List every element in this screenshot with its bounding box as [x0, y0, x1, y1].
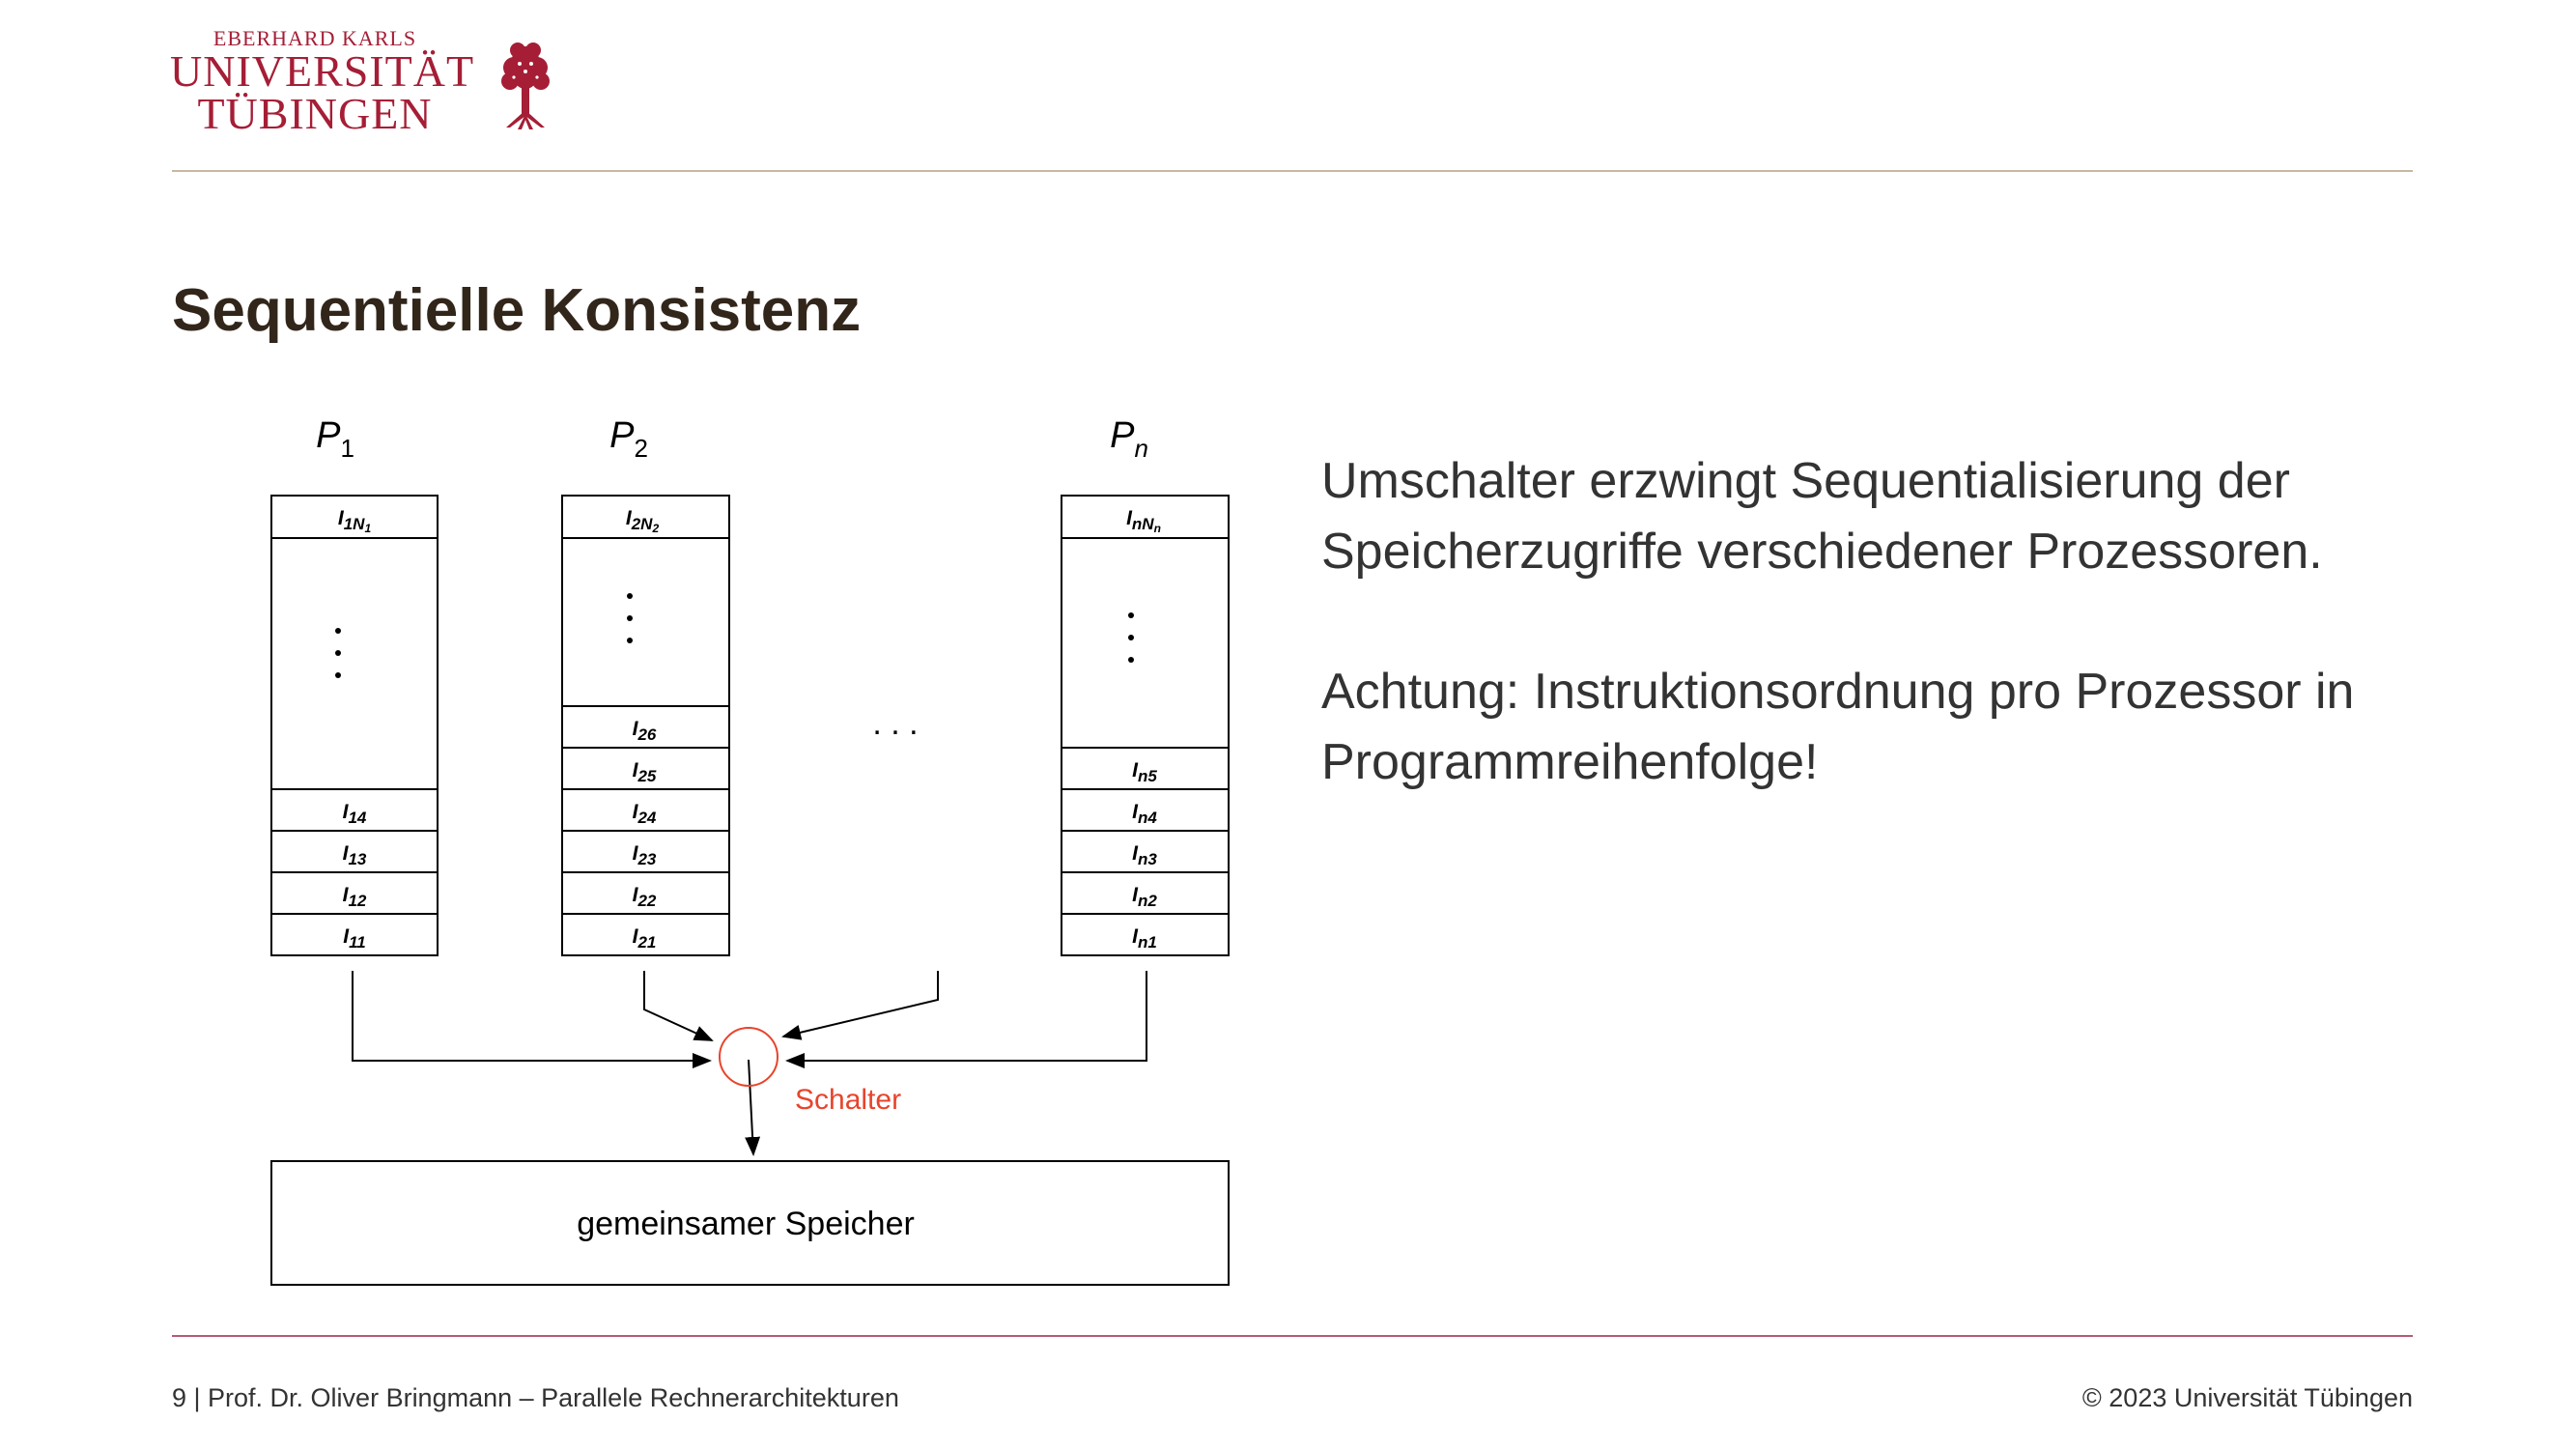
footer-left-text: 9 | Prof. Dr. Oliver Bringmann – Paralle… — [172, 1383, 899, 1412]
instruction-label: I25 — [633, 759, 657, 785]
tree-icon — [501, 43, 550, 129]
processor-label-p2: P2 — [609, 415, 648, 463]
body-paragraph-2: Achtung: Instruktionsordnung pro Prozess… — [1321, 664, 2355, 790]
logo-line-3: TÜBINGEN — [197, 89, 433, 138]
instruction-label: I14 — [343, 801, 367, 827]
instruction-label: I22 — [633, 884, 657, 910]
instruction-queue-p2 — [561, 495, 730, 956]
body-paragraph-1: Umschalter erzwingt Sequentialisierung d… — [1321, 453, 2323, 580]
processor-label-p1: P1 — [316, 415, 354, 463]
instruction-label: I11 — [343, 925, 366, 952]
horizontal-ellipsis: . . . — [872, 705, 918, 742]
instruction-label: I12 — [343, 884, 367, 910]
instruction-label: In4 — [1132, 801, 1157, 827]
processor-label-pn: Pn — [1110, 415, 1148, 463]
instruction-queue-p1 — [270, 495, 439, 956]
logo-line-1: EBERHARD KARLS — [212, 26, 417, 50]
header-divider — [172, 170, 2413, 172]
shared-memory-label: gemeinsamer Speicher — [577, 1206, 915, 1242]
instruction-label: I24 — [633, 801, 657, 827]
footer-divider — [172, 1335, 2413, 1337]
logo-wordmark: EBERHARD KARLS UNIVERSITÄT TÜBINGEN — [170, 26, 475, 138]
connection-arrows — [352, 971, 1147, 1156]
logo-line-2: UNIVERSITÄT — [170, 46, 475, 96]
slide-title: Sequentielle Konsistenz — [172, 277, 862, 344]
vertical-ellipsis — [1128, 612, 1134, 663]
instruction-label: I13 — [343, 842, 367, 868]
instruction-label: In2 — [1132, 884, 1157, 910]
instruction-label: I2N2 — [626, 507, 660, 535]
vertical-ellipsis — [627, 593, 633, 643]
instruction-label: I26 — [633, 718, 657, 744]
switch-label: Schalter — [795, 1084, 901, 1116]
instruction-label: I1N1 — [338, 507, 372, 535]
instruction-label: I21 — [633, 925, 657, 952]
switch-circle — [719, 1027, 778, 1087]
footer-copyright: © 2023 Universität Tübingen — [2081, 1383, 2413, 1412]
instruction-label: In5 — [1132, 759, 1157, 785]
vertical-ellipsis — [335, 628, 341, 678]
sequential-consistency-diagram: P1 P2 Pn I1N1 I14 I13 I12 I11 I2N2 I26 I… — [270, 415, 1230, 1286]
instruction-label: In3 — [1132, 842, 1157, 868]
instruction-label: I23 — [633, 842, 657, 868]
instruction-label: InNn — [1126, 507, 1161, 535]
university-logo: EBERHARD KARLS UNIVERSITÄT TÜBINGEN — [170, 27, 576, 141]
shared-memory-box — [270, 1160, 1230, 1286]
instruction-label: In1 — [1132, 925, 1157, 952]
instruction-queue-pn — [1061, 495, 1230, 956]
